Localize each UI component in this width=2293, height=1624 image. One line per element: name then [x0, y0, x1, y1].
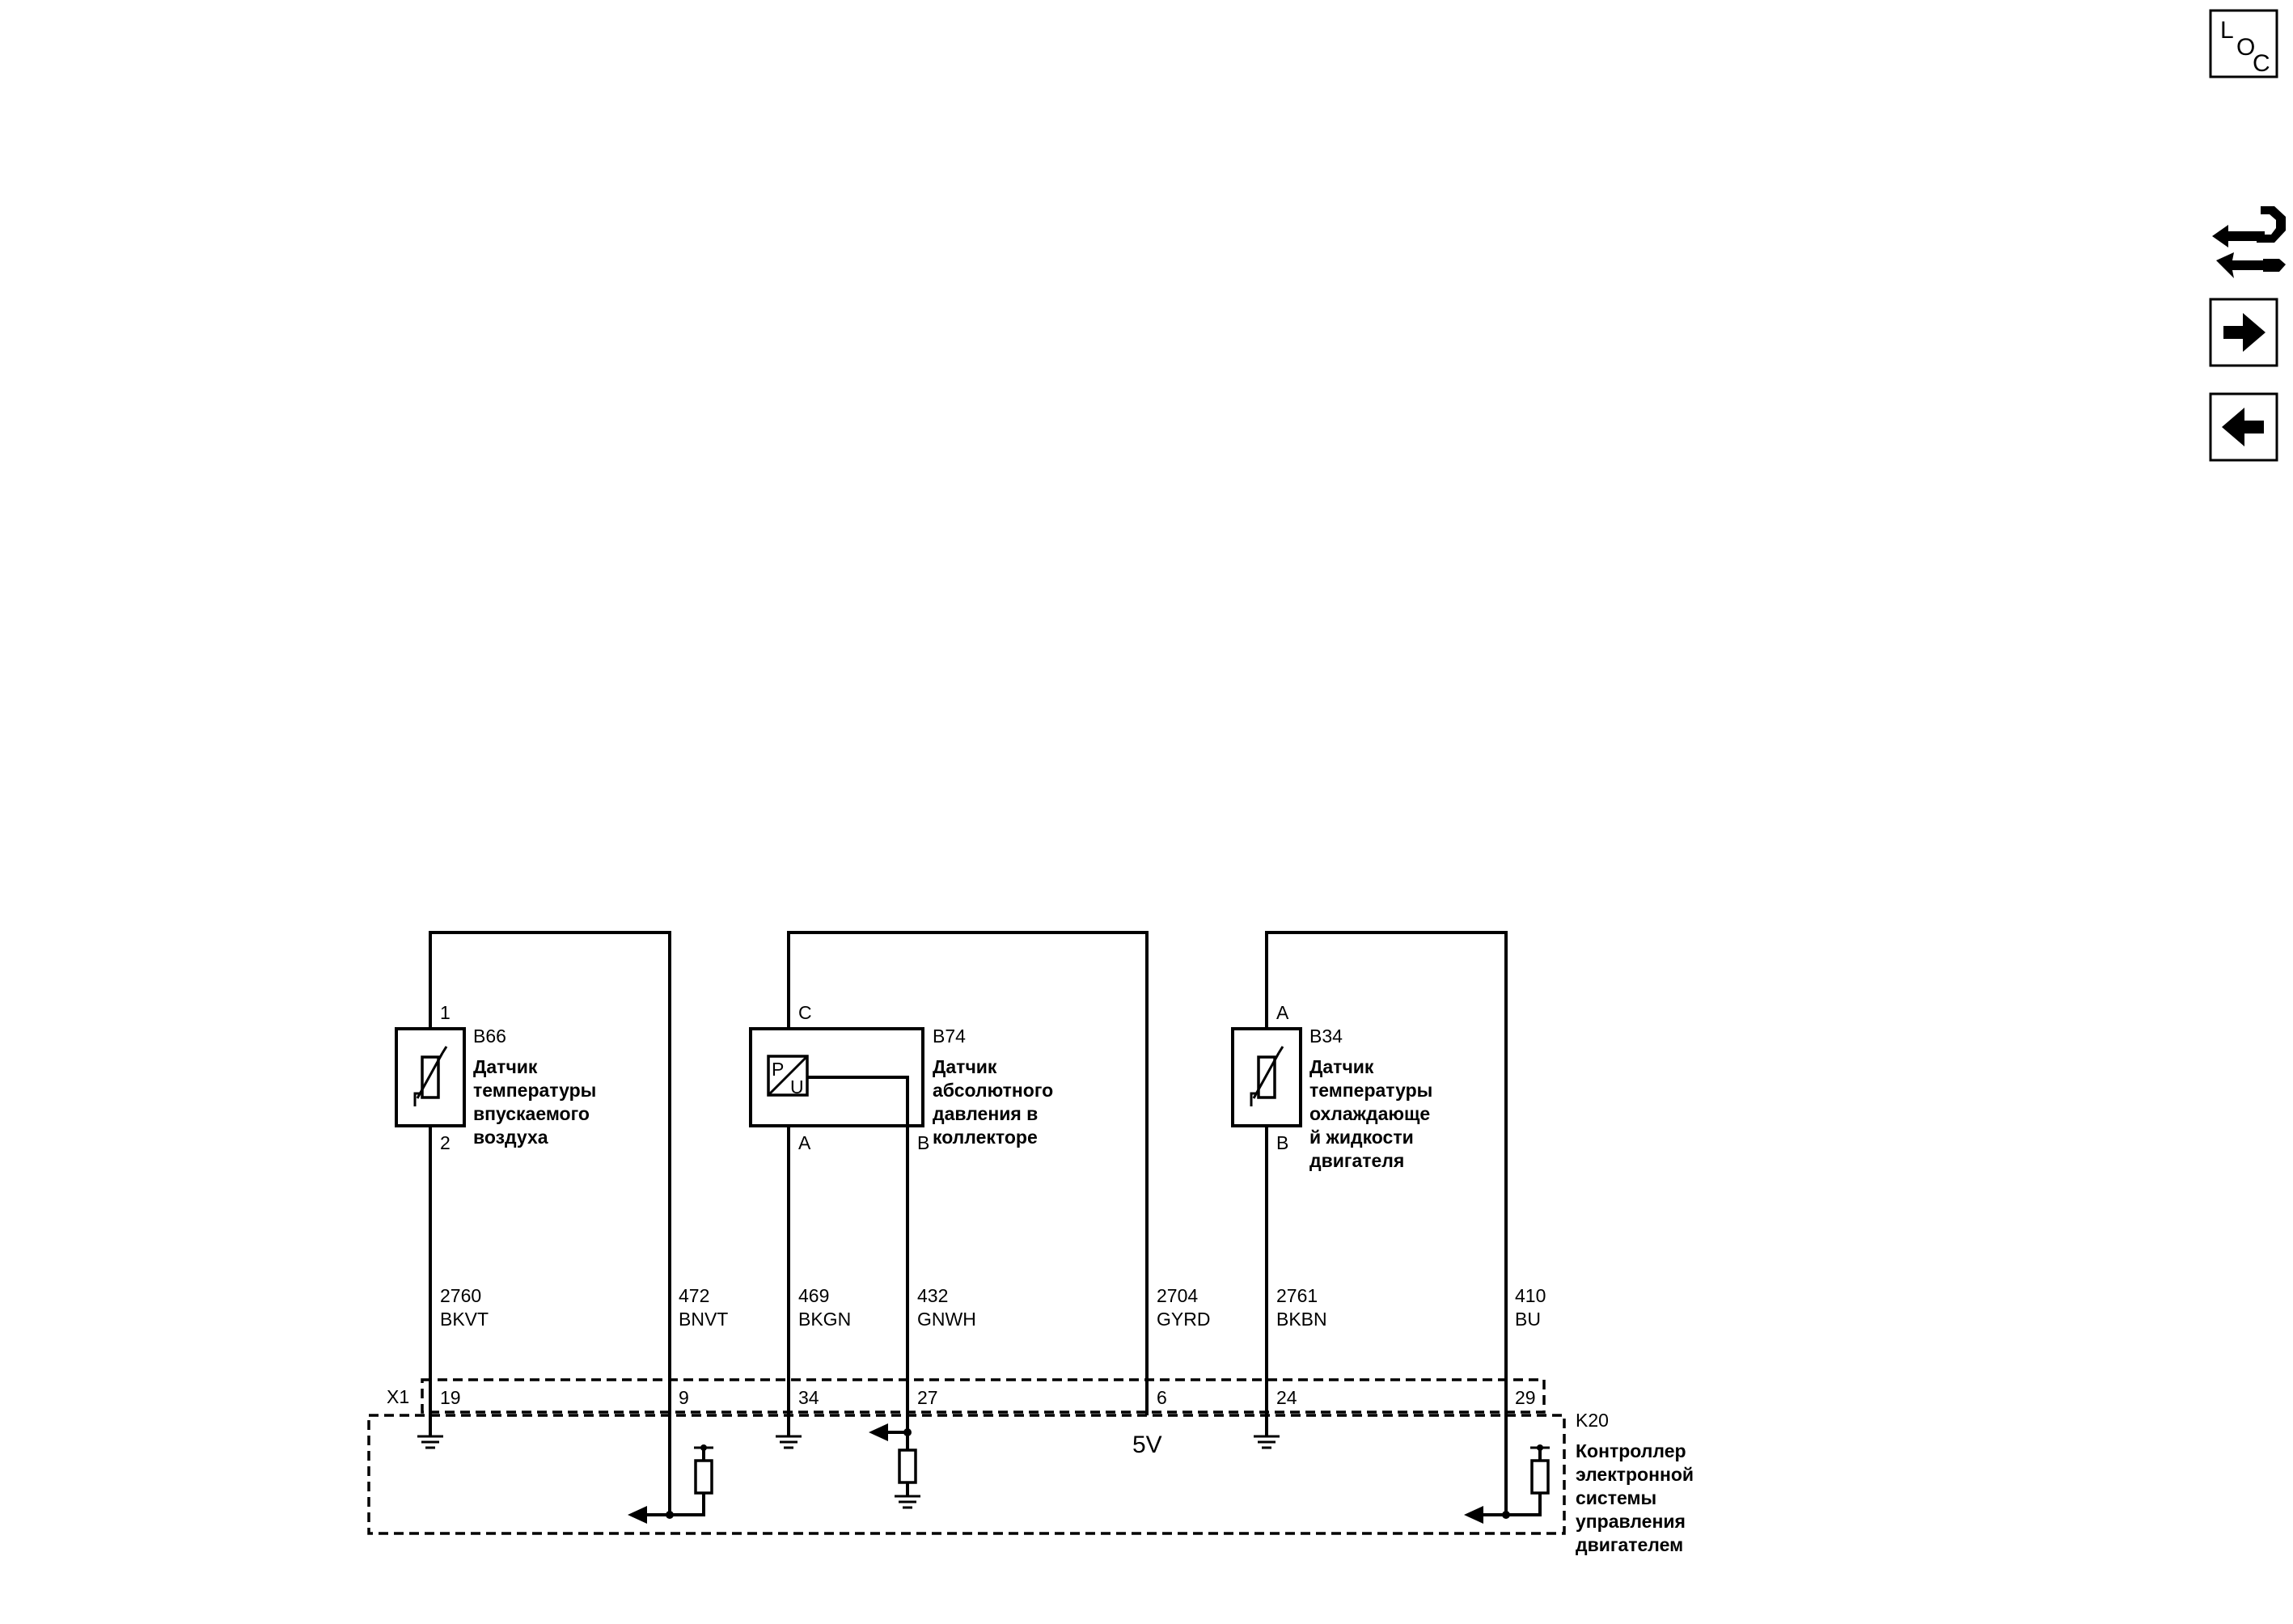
- b66-name-line-2: температуры: [473, 1080, 596, 1101]
- b66-name-line-1: Датчик: [473, 1056, 538, 1077]
- b74-name-line-4: коллекторе: [933, 1127, 1038, 1148]
- b34-name-line-5: двигателя: [1309, 1150, 1404, 1171]
- arrow-left-icon: [2222, 408, 2264, 446]
- b34-name-line-2: температуры: [1309, 1080, 1432, 1101]
- connector-pin-9: 9: [679, 1387, 689, 1408]
- controller-name-line-1: Контроллер: [1576, 1440, 1686, 1461]
- b34-ref: B34: [1309, 1026, 1343, 1047]
- b74-symbol-u: U: [790, 1076, 804, 1097]
- supply-voltage-label: 5V: [1132, 1432, 1162, 1458]
- wire-432-color: GNWH: [917, 1309, 976, 1330]
- next-page-button[interactable]: [2209, 298, 2278, 367]
- controller-ref: K20: [1576, 1410, 1609, 1431]
- b34-pin-bottom: B: [1276, 1132, 1288, 1153]
- ground-icon: [417, 1415, 443, 1449]
- loc-letter-l: L: [2220, 17, 2234, 44]
- b34-name-line-4: й жидкости: [1309, 1127, 1414, 1148]
- connector-pin-19: 19: [440, 1387, 461, 1408]
- connector-pin-29: 29: [1515, 1387, 1536, 1408]
- controller-name-line-4: управления: [1576, 1511, 1686, 1532]
- wire-469-color: BKGN: [798, 1309, 851, 1330]
- sensor-b74[interactable]: P U C A B B74 Датчик абсолютного давлени…: [749, 931, 1149, 1472]
- wire-2761-circuit: 2761: [1276, 1285, 1318, 1306]
- previous-page-button[interactable]: [2209, 392, 2278, 462]
- b66-pin-bottom: 2: [440, 1132, 451, 1153]
- pull-down-resistor-icon: [869, 1423, 920, 1509]
- wire-2761-color: BKBN: [1276, 1309, 1327, 1330]
- b34-pin-top: A: [1276, 1002, 1289, 1023]
- wire-labels: 2760 BKVT 472 BNVT 469 BKGN 432 GNWH 270…: [440, 1285, 1546, 1330]
- pull-up-resistor-icon: [1464, 1444, 1550, 1524]
- sensor-b34[interactable]: A B B34 Датчик температуры охлаждающе й …: [1231, 931, 1508, 1515]
- b74-name-line-2: абсолютного: [933, 1080, 1053, 1101]
- b34-name-line-3: охлаждающе: [1309, 1103, 1430, 1124]
- b34-name-line-1: Датчик: [1309, 1056, 1374, 1077]
- b74-name-line-3: давления в: [933, 1103, 1038, 1124]
- b74-name-line-1: Датчик: [933, 1056, 997, 1077]
- connector-pin-34: 34: [798, 1387, 819, 1408]
- b74-pin-a: A: [798, 1132, 811, 1153]
- controller-name-line-2: электронной: [1576, 1464, 1694, 1485]
- wire-469-circuit: 469: [798, 1285, 829, 1306]
- b74-pin-b: B: [917, 1132, 929, 1153]
- loc-button[interactable]: L O C: [2209, 9, 2278, 78]
- loc-letter-c: C: [2253, 50, 2270, 77]
- loc-letter-o: O: [2236, 34, 2255, 61]
- wire-410-color: BU: [1515, 1309, 1541, 1330]
- pull-up-resistor-icon: [628, 1444, 713, 1524]
- wire-472-circuit: 472: [679, 1285, 709, 1306]
- b74-symbol-p: P: [772, 1059, 784, 1080]
- controller-name-line-3: системы: [1576, 1487, 1656, 1508]
- wire-410-circuit: 410: [1515, 1285, 1546, 1306]
- controller-k20[interactable]: K20 Контроллер электронной системы управ…: [367, 1410, 1694, 1555]
- wire-2760-circuit: 2760: [440, 1285, 481, 1306]
- connector-pin-24: 24: [1276, 1387, 1297, 1408]
- connector-x1[interactable]: X1 19 9 34 27 6 24 29: [387, 1378, 1546, 1414]
- ground-icon: [776, 1415, 802, 1449]
- b66-name-line-3: впускаемого: [473, 1103, 590, 1124]
- ground-icon: [1254, 1415, 1280, 1449]
- arrow-right-icon: [2223, 313, 2266, 352]
- wire-2760-color: BKVT: [440, 1309, 489, 1330]
- component-view-icon[interactable]: [2212, 206, 2286, 278]
- wire-472-color: BNVT: [679, 1309, 728, 1330]
- connector-pin-27: 27: [917, 1387, 938, 1408]
- b66-name-line-4: воздуха: [473, 1127, 548, 1148]
- wire-2704-color: GYRD: [1157, 1309, 1210, 1330]
- connector-pin-6: 6: [1157, 1387, 1167, 1408]
- b74-ref: B74: [933, 1026, 966, 1047]
- wire-2704-circuit: 2704: [1157, 1285, 1198, 1306]
- sensor-b66[interactable]: 1 2 B66 Датчик температуры впускаемого в…: [395, 931, 671, 1515]
- b66-pin-top: 1: [440, 1002, 451, 1023]
- controller-name-line-5: двигателем: [1576, 1534, 1683, 1555]
- connector-ref: X1: [387, 1386, 409, 1407]
- b66-ref: B66: [473, 1026, 506, 1047]
- b74-pin-c: C: [798, 1002, 812, 1023]
- wire-432-circuit: 432: [917, 1285, 948, 1306]
